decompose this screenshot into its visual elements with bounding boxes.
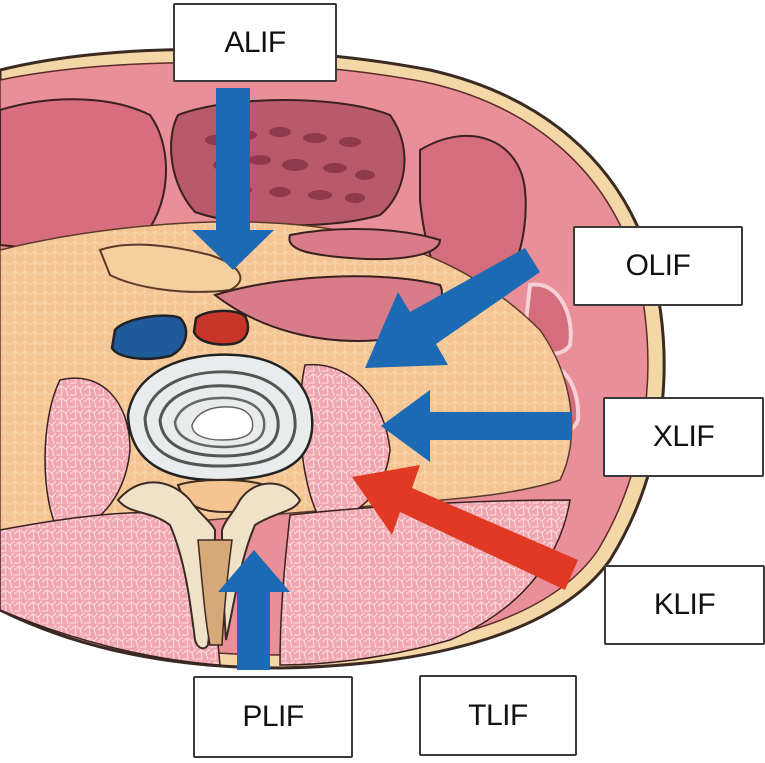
label-xlif: XLIF	[603, 397, 764, 477]
alif-arrow	[192, 88, 274, 270]
vertebral-lamina	[116, 479, 302, 650]
great-vessels	[110, 309, 250, 361]
label-alif: ALIF	[173, 3, 337, 82]
klif-arrow	[352, 465, 578, 590]
label-tlif: TLIF	[419, 675, 577, 756]
plif-arrow	[218, 550, 290, 670]
label-plif: PLIF	[193, 676, 353, 758]
inferior-vena-cava	[110, 314, 188, 361]
aorta	[192, 309, 250, 346]
approach-arrows	[192, 88, 578, 670]
psoas-muscles	[44, 363, 391, 536]
intervertebral-disc	[126, 353, 314, 482]
label-klif: KLIF	[604, 565, 765, 645]
label-olif: OLIF	[573, 226, 743, 306]
xlif-arrow	[381, 390, 572, 462]
olif-arrow	[365, 248, 540, 368]
